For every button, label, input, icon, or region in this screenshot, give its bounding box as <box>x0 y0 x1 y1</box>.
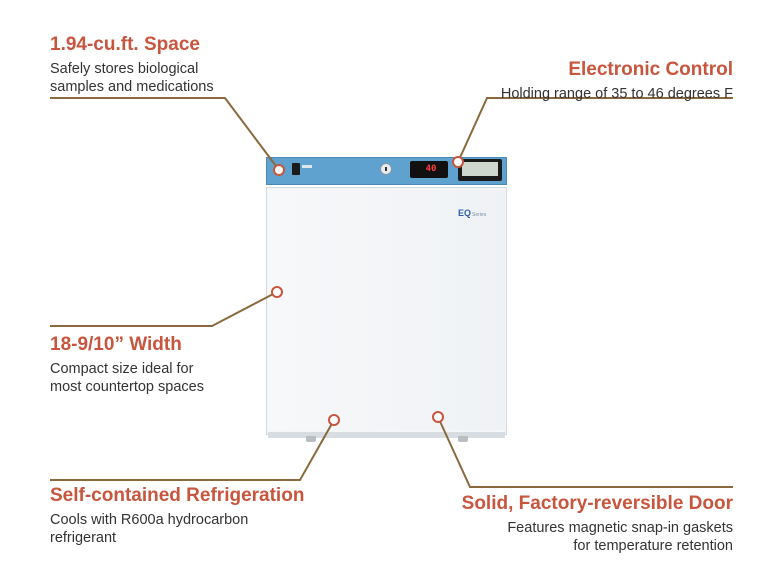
fridge-foot-right <box>458 436 468 442</box>
callout-control: Electronic Control Holding range of 35 t… <box>403 58 733 103</box>
callout-refrigeration-title: Self-contained Refrigeration <box>50 485 305 506</box>
leader-door <box>437 416 733 488</box>
power-switch <box>292 163 300 175</box>
callout-space-title: 1.94-cu.ft. Space <box>50 34 200 55</box>
fridge-foot-left <box>306 436 316 442</box>
callout-door-title: Solid, Factory-reversible Door <box>461 493 733 514</box>
leader-width <box>50 291 278 327</box>
callout-space: 1.94-cu.ft. Space Safely stores biologic… <box>50 33 310 96</box>
callout-width: 18-9/10” Width Compact size ideal for mo… <box>50 333 310 396</box>
leader-refrigeration <box>50 419 335 481</box>
callout-refrigeration: Self-contained Refrigeration Cools with … <box>50 484 350 547</box>
marker-control <box>452 156 464 168</box>
callout-refrigeration-desc: Cools with R600a hydrocarbon refrigerant <box>50 512 249 546</box>
marker-width <box>271 286 283 298</box>
marker-space <box>273 164 285 176</box>
callout-door-desc: Features magnetic snap-in gaskets for te… <box>507 520 733 554</box>
leader-control <box>457 97 733 163</box>
callout-control-desc: Holding range of 35 to 46 degrees F <box>500 86 733 102</box>
callout-control-title: Electronic Control <box>568 59 733 80</box>
switch-label-plate <box>302 165 312 168</box>
data-logger-screen <box>462 162 498 176</box>
door-lock-icon <box>380 163 392 175</box>
brand-logo: EQSeries <box>458 208 487 218</box>
callout-width-title: 18-9/10” Width <box>50 334 182 355</box>
temperature-display <box>410 161 448 178</box>
callout-width-desc: Compact size ideal for most countertop s… <box>50 361 204 395</box>
temperature-readout: 40 <box>425 164 437 174</box>
callout-door: Solid, Factory-reversible Door Features … <box>393 492 733 555</box>
fridge-door <box>268 190 505 430</box>
marker-door <box>432 411 444 423</box>
fridge-base <box>268 432 505 438</box>
leader-space <box>50 97 280 171</box>
callout-space-desc: Safely stores biological samples and med… <box>50 61 214 95</box>
marker-refrigeration <box>328 414 340 426</box>
